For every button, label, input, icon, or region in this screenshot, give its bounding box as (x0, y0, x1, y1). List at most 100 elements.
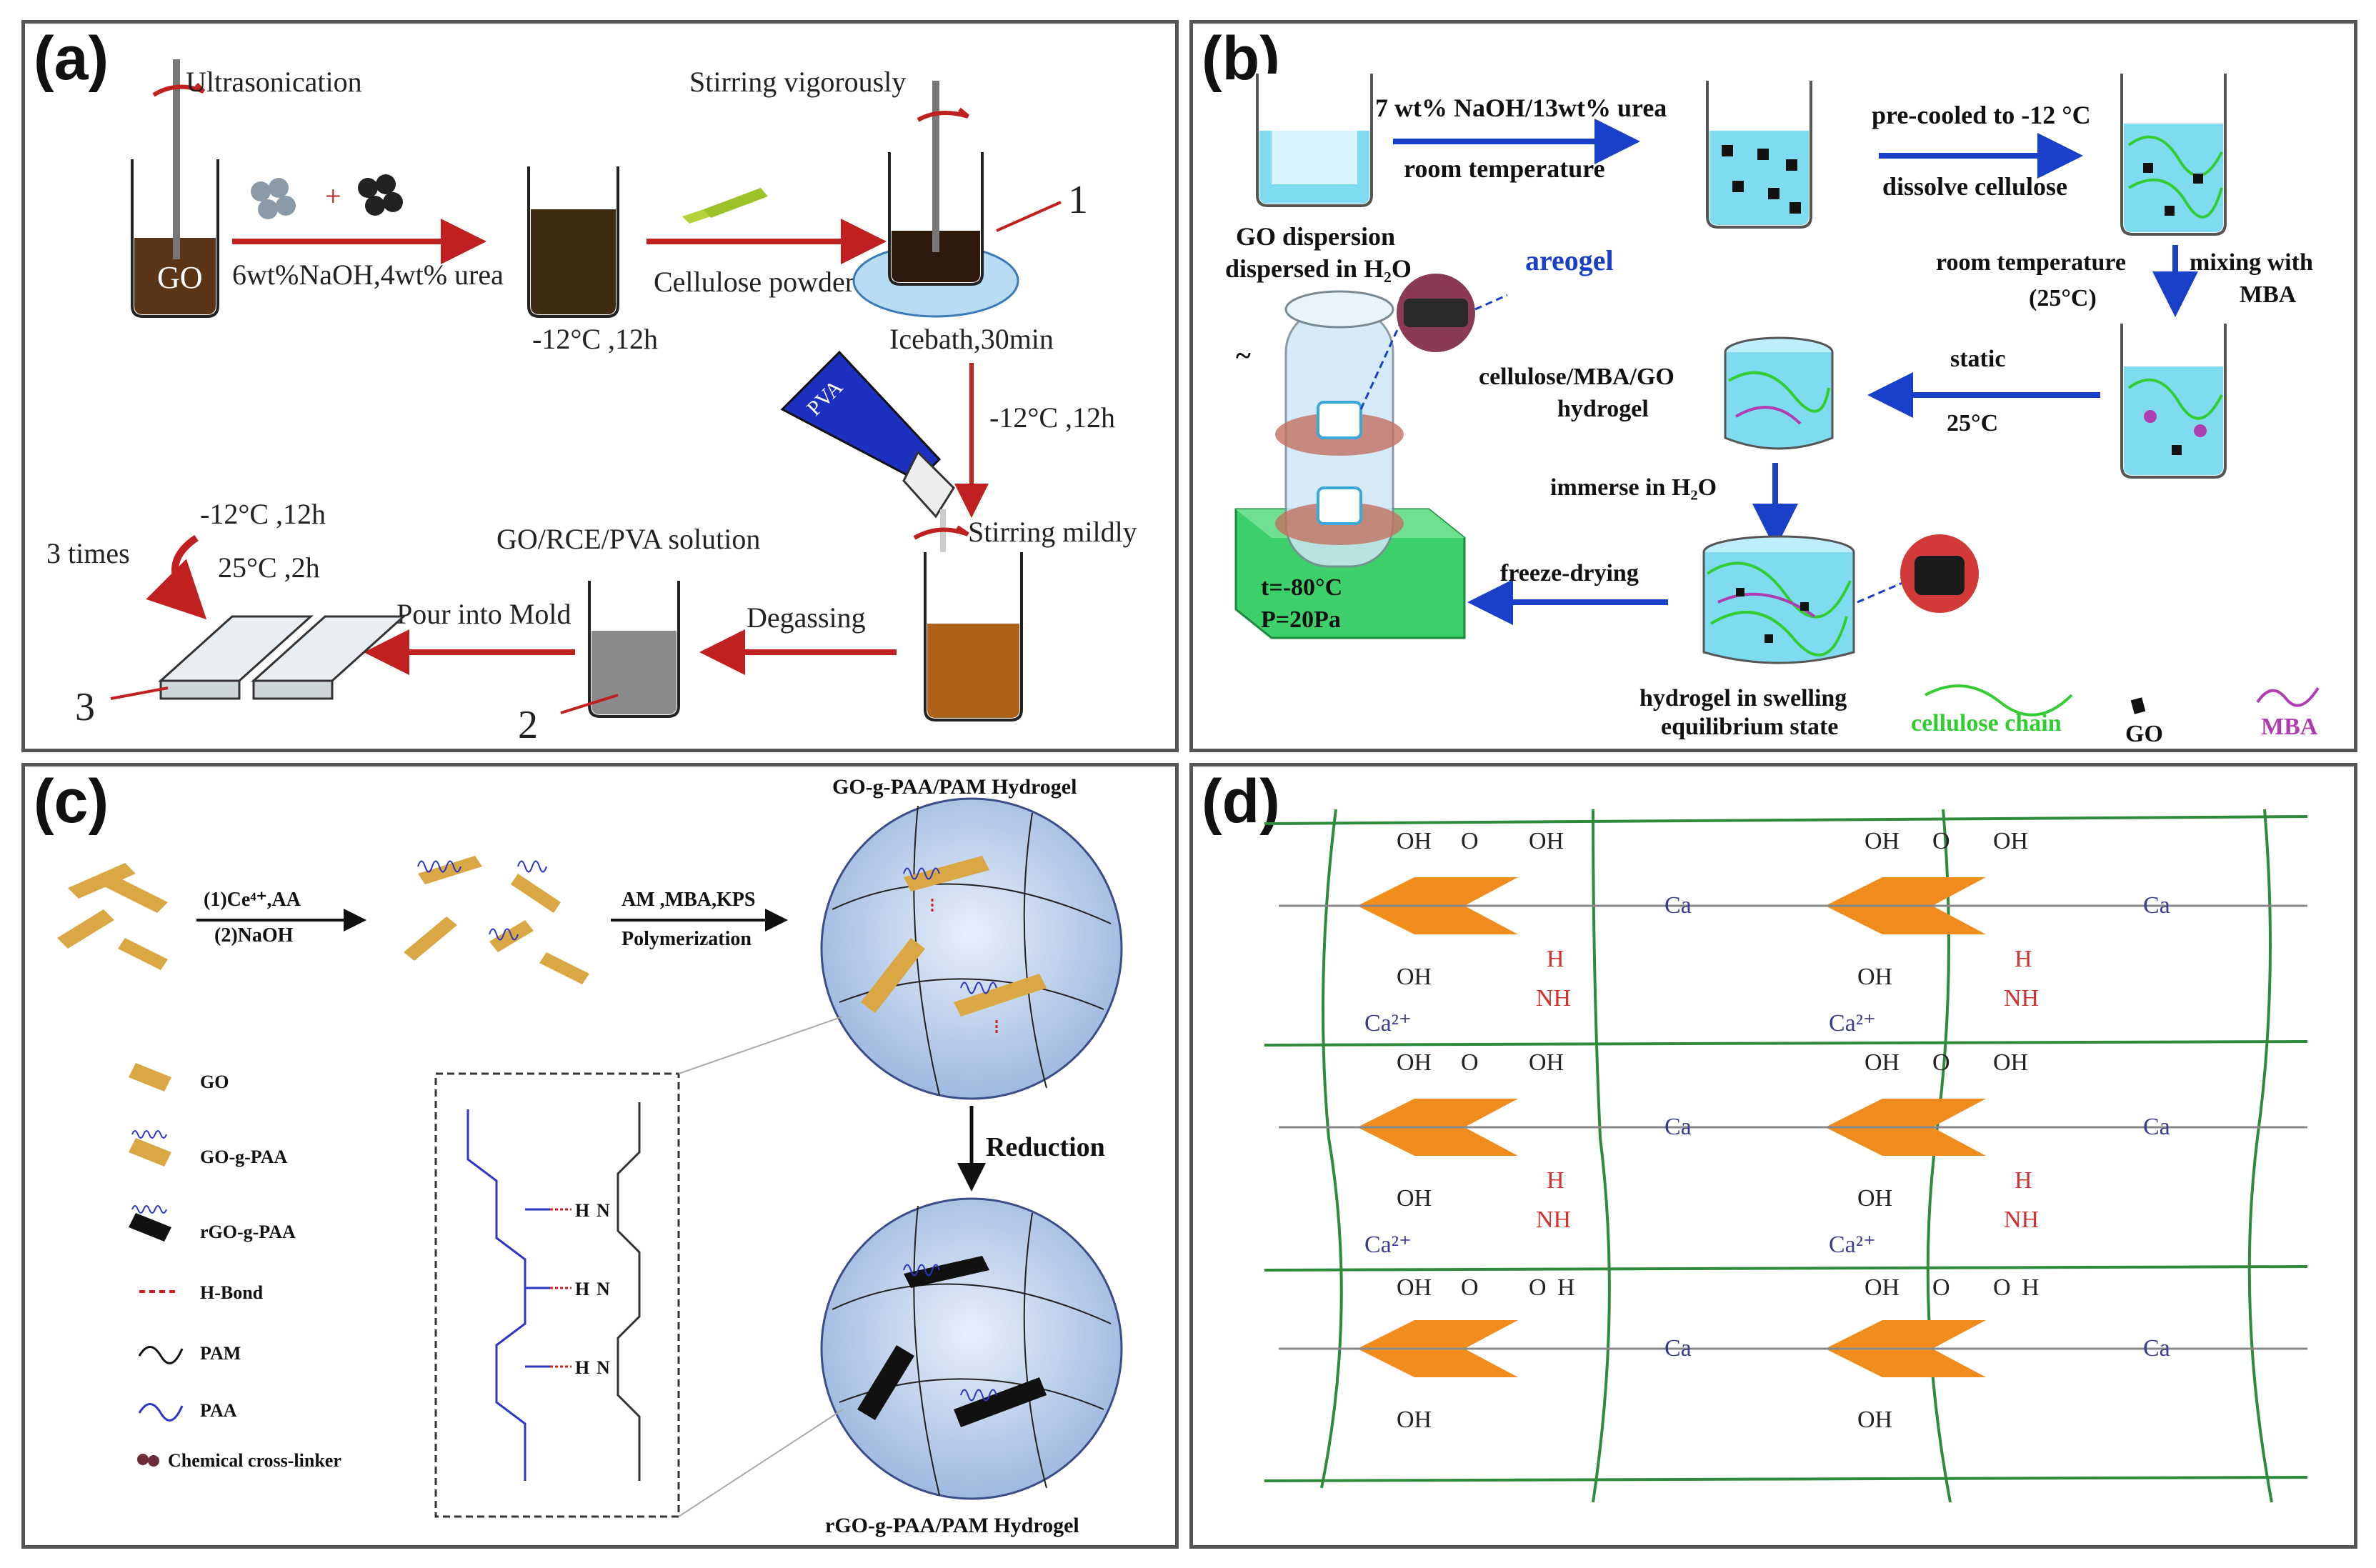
step1-bottom-label: room temperature (1404, 154, 1605, 183)
condition-2: -12°C ,12h (989, 401, 1115, 434)
label-1: 1 (1068, 178, 1088, 222)
step2-bottom-label: dissolve cellulose (1882, 172, 2067, 201)
amide-n-2: N (597, 1279, 610, 1299)
oh-2f: OH (1857, 1185, 1892, 1212)
ca-plus-2b: Ca²⁺ (1829, 1232, 1876, 1258)
ultrasonication-label: Ultrasonication (186, 66, 362, 98)
mold-slabs (158, 615, 406, 700)
oh-1f: OH (1857, 964, 1892, 990)
step2-top-label: pre-cooled to -12 °C (1872, 101, 2091, 129)
areogel-link (1474, 294, 1508, 311)
oh-1b: OH (1529, 828, 1564, 854)
amide-n-1: N (597, 1200, 610, 1221)
plus-sign: + (325, 180, 341, 212)
row-2-labels: OH O OH OH O OH Ca Ca OH OH H NH H NH Ca… (1364, 1049, 2170, 1258)
ca-plus-2a: Ca²⁺ (1364, 1232, 1412, 1258)
stirring-vigorously-label: Stirring vigorously (689, 66, 906, 98)
inset-link-bottom (678, 1409, 844, 1517)
h-1b: H (2015, 946, 2032, 972)
panel-d: (d) OH O (1189, 763, 2357, 1549)
o-3c: O (1932, 1274, 1950, 1301)
ca-plus-1b: Ca²⁺ (1829, 1010, 1876, 1037)
reduction-label: Reduction (986, 1132, 1105, 1162)
mixing-label-1: mixing with (2190, 249, 2313, 276)
static-temp-label: 25°C (1947, 410, 1998, 436)
o-2c: O (1932, 1049, 1950, 1076)
hbond-h-2: H (575, 1279, 589, 1299)
oh-2d: OH (1993, 1049, 2028, 1076)
go-g-paa-sheets (404, 856, 589, 984)
condition-3b: 25°C ,2h (218, 551, 320, 584)
paa-pam-structure: H H H N N N (466, 1102, 641, 1481)
legend-hbond-label: H-Bond (200, 1282, 264, 1303)
h-3a: H (1557, 1274, 1575, 1301)
swelling-label-1: hydrogel in swelling (1639, 685, 1847, 711)
go-dispersion-beaker (1256, 74, 1373, 207)
cellulose-powder-icon (682, 188, 768, 224)
ca-plus-1a: Ca²⁺ (1364, 1010, 1412, 1037)
hydrogel-label-1: cellulose/MBA/GO (1479, 364, 1674, 390)
legend-cellulose-swatch (1925, 684, 2073, 716)
legend-go-swatch (2130, 697, 2146, 714)
oh-1e: OH (1397, 964, 1432, 990)
solution-label: GO/RCE/PVA solution (496, 523, 760, 555)
legend: GO GO-g-PAA rGO-g-PAA H-Bond PAM PAA Che… (129, 1063, 341, 1471)
loop-arrow (146, 534, 207, 620)
panel-d-diagram: OH O OH OH O OH Ca Ca OH OH H NH H NH Ca… (1264, 809, 2308, 1503)
hydrogel-cylinder (1724, 336, 1834, 450)
legend-go-g-paa-swatch (129, 1138, 171, 1167)
panel-c: (c) (1)Ce⁴⁺,AA (2)NaOH (21, 763, 1179, 1549)
legend-go-swatch (129, 1063, 171, 1092)
step2-top-label: AM ,MBA,KPS (622, 889, 755, 911)
temp-25-label: (25°C) (2029, 285, 2097, 311)
photo-link-2 (1857, 579, 1908, 604)
freeze-temp-label: t=-80°C (1261, 574, 1342, 601)
panel-label-c: (c) (34, 767, 109, 836)
static-label: static (1950, 346, 2005, 372)
nh-2a: NH (1536, 1207, 1571, 1233)
legend-go-g-paa-label: GO-g-PAA (200, 1147, 287, 1167)
go-naoh-beaker (1706, 81, 1812, 229)
tilde-mark: ~ (1236, 339, 1251, 371)
oh-2a: OH (1397, 1049, 1432, 1076)
legend-pam-label: PAM (200, 1343, 241, 1364)
freeze-drying-label: freeze-drying (1500, 560, 1639, 586)
icebath-beaker (852, 81, 1019, 318)
photo-link-1 (1359, 323, 1402, 410)
pointer-1 (996, 201, 1062, 232)
panel-label-a: (a) (34, 24, 109, 93)
legend-crosslinker-swatch (137, 1454, 149, 1465)
swelling-hydrogel (1702, 535, 1855, 664)
panel-c-diagram: (1)Ce⁴⁺,AA (2)NaOH AM ,MBA,KPS Polymeriz… (57, 775, 1123, 1537)
hydrogel-photo-sample (1915, 556, 1965, 595)
backbone-bonds (1279, 904, 2307, 1350)
label-3: 3 (75, 685, 95, 729)
legend-crosslinker-label: Chemical cross-linker (168, 1450, 341, 1471)
o-1a: O (1461, 828, 1479, 854)
structure-inset (434, 1072, 680, 1518)
h-2b: H (2015, 1167, 2032, 1194)
o-3a: O (1461, 1274, 1479, 1301)
pointer-3 (110, 686, 169, 700)
go-hydrogel-title: GO-g-PAA/PAM Hydrogel (832, 775, 1077, 799)
panel-b: (b) GO dispersion dispersed in H₂O 7 wt%… (1189, 20, 2357, 752)
label-2: 2 (518, 703, 538, 747)
h-2a: H (1547, 1167, 1564, 1194)
inset-link-top (678, 1016, 844, 1074)
areogel-label: areogel (1525, 244, 1614, 276)
freeze-pressure-label: P=20Pa (1261, 606, 1341, 633)
o-1c: O (1932, 828, 1950, 854)
nh-1a: NH (1536, 985, 1571, 1012)
step2-bottom-label: Polymerization (622, 928, 752, 950)
icebath-label: Icebath,30min (889, 323, 1054, 355)
panel-a-diagram: GO Ultrasonication + 6wt%NaOH,4wt% urea … (46, 59, 1137, 747)
degassing-label: Degassing (747, 601, 866, 634)
legend-pam-swatch (138, 1346, 184, 1364)
immerse-label: immerse in H₂O (1550, 474, 1717, 501)
naoh-urea-particles (251, 174, 403, 219)
oh-1a: OH (1397, 828, 1432, 854)
freeze-dryer (1234, 290, 1466, 639)
step1-top-label: (1)Ce⁴⁺,AA (204, 889, 301, 911)
hbond-h-3: H (575, 1357, 589, 1378)
oh-3f: OH (1857, 1407, 1892, 1433)
